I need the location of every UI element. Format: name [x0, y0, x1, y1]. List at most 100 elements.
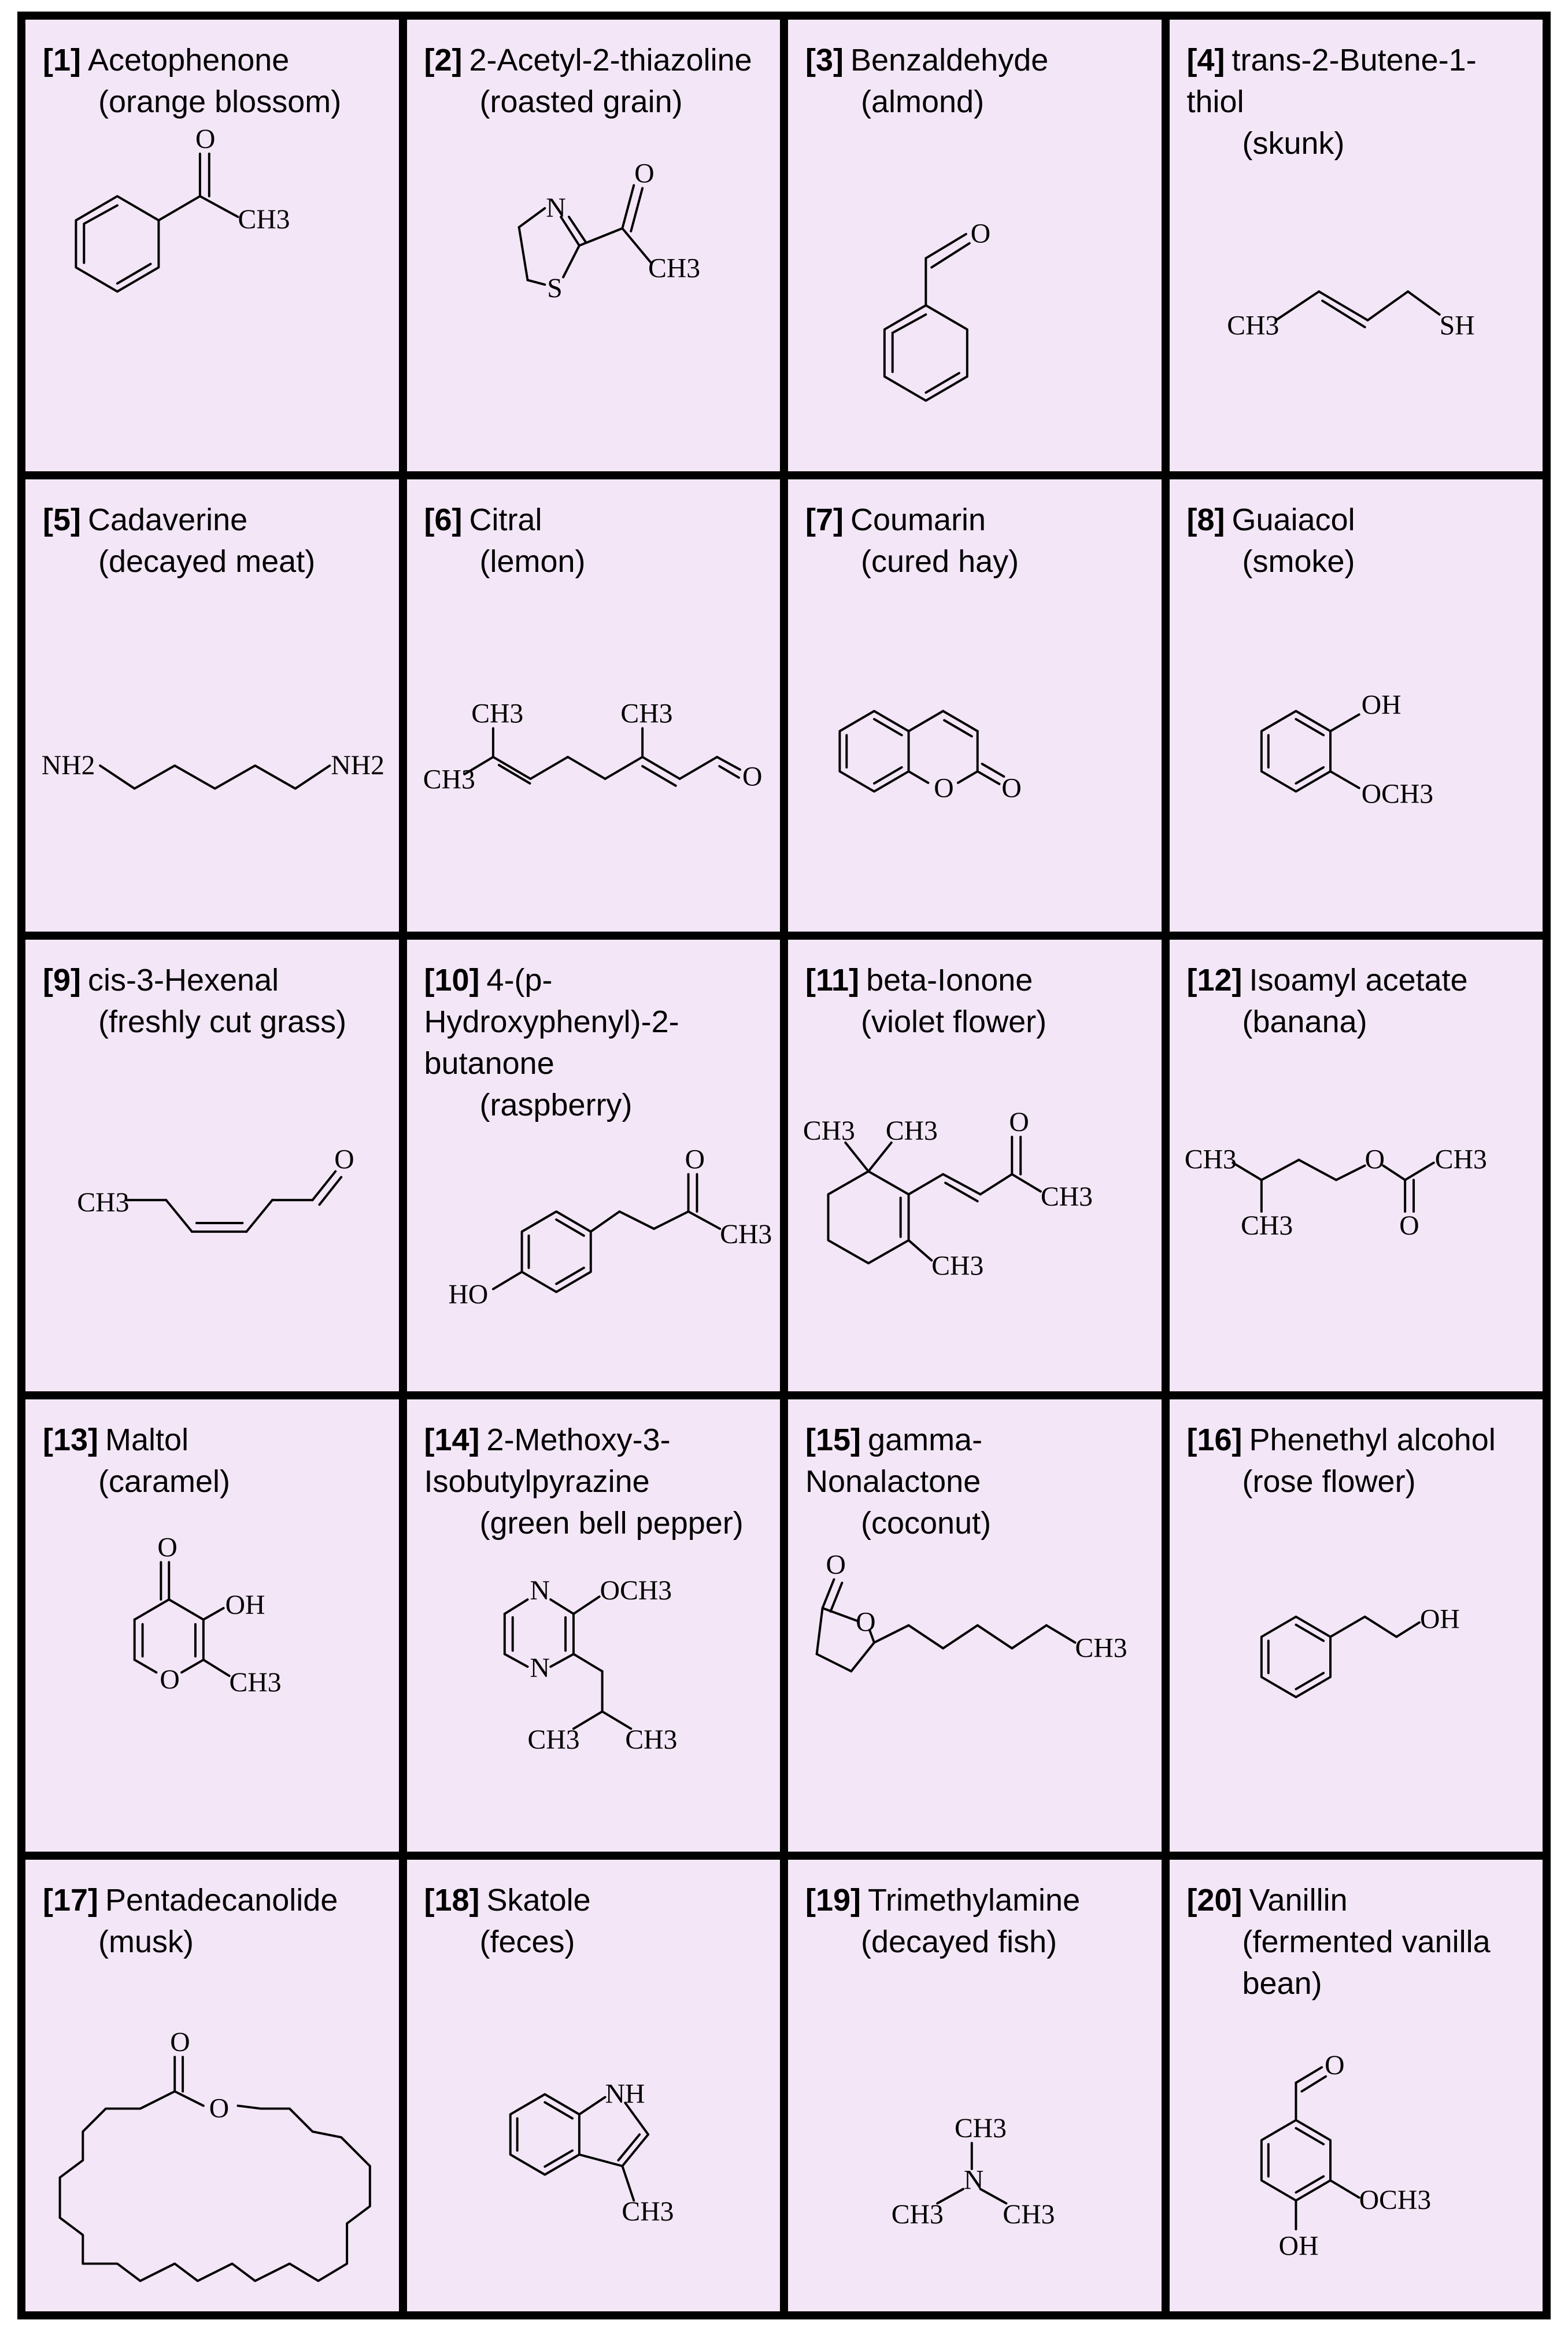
compound-name: Citral — [469, 503, 542, 538]
compound-odor: (violet flower) — [861, 1004, 1047, 1039]
svg-text:CH3: CH3 — [648, 253, 700, 283]
compound-cell-1: [1]Acetophenone(orange blossom) O CH3 — [25, 20, 399, 472]
maltol-structure: O OH O CH3 — [133, 1533, 282, 1698]
compound-cell-19: [19]Trimethylamine (decayed fish) CH3 N C… — [788, 1859, 1162, 2311]
compound-number: [9] — [43, 962, 81, 998]
compound-cell-15: [15]gamma-Nonalactone (coconut) O O CH3 — [788, 1399, 1162, 1852]
compound-odor: (cured hay) — [861, 544, 1019, 579]
compound-cell-18: [18]Skatole(feces) NH CH3 — [406, 1859, 780, 2311]
compound-name: cis-3-Hexenal — [88, 962, 279, 998]
svg-text:O: O — [856, 1608, 875, 1638]
svg-text:O: O — [157, 1533, 177, 1563]
svg-text:CH3: CH3 — [620, 699, 672, 729]
svg-text:O: O — [1009, 1107, 1029, 1137]
svg-text:CH3: CH3 — [1003, 2200, 1055, 2230]
compound-odor: (green bell pepper) — [479, 1506, 744, 1541]
compound-odor: (smoke) — [1242, 544, 1355, 579]
svg-text:O: O — [1001, 774, 1021, 804]
compound-number: [16] — [1186, 1423, 1242, 1458]
compound-name: Trimethylamine — [868, 1882, 1081, 1918]
svg-text:O: O — [1399, 1211, 1419, 1241]
compound-cell-16: [16]Phenethyl alcohol(rose flower) OH — [1169, 1399, 1543, 1852]
compound-odor: (skunk) — [1242, 126, 1345, 161]
svg-text:OH: OH — [1361, 690, 1401, 721]
compound-name: Isoamyl acetate — [1249, 962, 1468, 998]
compound-odor: (decayed fish) — [861, 1924, 1057, 1959]
svg-text:CH3: CH3 — [1227, 311, 1279, 341]
svg-text:OH: OH — [1419, 1605, 1459, 1635]
compound-number: [19] — [805, 1882, 861, 1918]
svg-text:CH3: CH3 — [1434, 1144, 1486, 1174]
compound-odor: (coconut) — [861, 1506, 992, 1541]
compound-name: 2-Acetyl-2-thiazoline — [469, 43, 752, 77]
svg-text:SH: SH — [1439, 311, 1474, 341]
compound-grid: [1]Acetophenone(orange blossom) O CH3 [2… — [17, 12, 1551, 2319]
compound-name: Vanillin — [1249, 1882, 1348, 1918]
compound-odor: (almond) — [861, 84, 985, 119]
butene-thiol-structure: CH3 SH — [1227, 290, 1474, 341]
svg-text:O: O — [742, 762, 761, 792]
compound-odor: (musk) — [98, 1924, 194, 1959]
compound-cell-3: [3]Benzaldehyde(almond) O — [788, 20, 1162, 472]
compound-cell-20: [20]Vanillin(fermented vanilla bean) O O… — [1169, 1859, 1543, 2311]
compound-cell-11: [11]beta-Ionone(violet flower) CH3 CH3 O… — [788, 939, 1162, 1392]
cadaverine-structure: NH2 NH2 — [42, 751, 384, 790]
citral-structure: CH3 CH3 CH3 O — [423, 699, 762, 795]
compound-number: [10] — [424, 962, 480, 998]
compound-odor: (caramel) — [98, 1464, 231, 1499]
compound-odor: (banana) — [1242, 1004, 1367, 1039]
compound-name: Cadaverine — [88, 503, 248, 538]
acetophenone-structure: O CH3 — [75, 124, 290, 293]
compound-number: [6] — [424, 503, 463, 538]
raspberry-ketone-structure: HO O CH3 — [448, 1144, 772, 1309]
compound-number: [14] — [424, 1423, 480, 1458]
compound-cell-8: [8]Guaiacol(smoke) OH OCH3 — [1169, 479, 1543, 932]
isoamyl-acetate-structure: CH3 CH3 O O CH3 — [1184, 1144, 1486, 1241]
svg-text:NH2: NH2 — [42, 751, 95, 781]
compound-name: 4-(p-Hydroxyphenyl)-2-butanone — [424, 962, 679, 1081]
compound-cell-5: [5]Cadaverine(decayed meat) NH2 NH2 — [25, 479, 399, 932]
compound-cell-14: [14]2-Methoxy-3-Isobutylpyrazine (green b… — [406, 1399, 780, 1852]
svg-text:N: N — [530, 1653, 549, 1683]
svg-text:OH: OH — [225, 1590, 265, 1620]
svg-text:OCH3: OCH3 — [1359, 2185, 1430, 2215]
svg-text:CH3: CH3 — [886, 1116, 938, 1146]
compound-cell-7: [7]Coumarin(cured hay) O O — [788, 479, 1162, 932]
compound-number: [2] — [424, 43, 463, 77]
svg-text:O: O — [685, 1144, 704, 1174]
svg-text:CH3: CH3 — [230, 1668, 282, 1698]
compound-number: [12] — [1186, 962, 1242, 998]
compound-odor: (freshly cut grass) — [98, 1004, 347, 1039]
svg-text:O: O — [971, 219, 990, 249]
compound-odor: (orange blossom) — [98, 84, 342, 119]
compound-name: Phenethyl alcohol — [1249, 1423, 1496, 1458]
svg-text:CH3: CH3 — [892, 2200, 944, 2230]
svg-text:CH3: CH3 — [955, 2114, 1007, 2144]
acetyl-thiazoline-structure: N S O CH3 — [517, 158, 700, 304]
compound-number: [17] — [43, 1882, 99, 1918]
hexenal-structure: CH3 O — [77, 1144, 354, 1233]
compound-cell-4: [4]trans-2-Butene-1-thiol(skunk) CH3 SH — [1169, 20, 1543, 472]
compound-number: [5] — [43, 503, 81, 538]
compound-name: Benzaldehyde — [850, 43, 1049, 77]
svg-text:CH3: CH3 — [803, 1116, 855, 1146]
compound-name: Skatole — [486, 1882, 591, 1918]
compound-odor: (raspberry) — [479, 1087, 633, 1122]
svg-text:CH3: CH3 — [1184, 1144, 1236, 1174]
vanillin-structure: O OCH3 OH — [1260, 2050, 1431, 2261]
svg-text:NH: NH — [605, 2079, 645, 2109]
compound-number: [15] — [805, 1423, 861, 1458]
svg-text:CH3: CH3 — [622, 2197, 674, 2227]
phenethyl-alcohol-structure: OH — [1260, 1605, 1459, 1699]
compound-name: gamma-Nonalactone — [805, 1423, 983, 1499]
compound-name: Maltol — [105, 1423, 189, 1458]
guaiacol-structure: OH OCH3 — [1260, 690, 1433, 810]
svg-text:CH3: CH3 — [1075, 1634, 1127, 1664]
compound-cell-2: [2]2-Acetyl-2-thiazoline(roasted grain) … — [406, 20, 780, 472]
trimethylamine-structure: CH3 N CH3 CH3 — [892, 2114, 1055, 2230]
svg-text:O: O — [826, 1550, 846, 1580]
compound-number: [7] — [805, 503, 844, 538]
compound-number: [18] — [424, 1882, 480, 1918]
compound-name: 2-Methoxy-3-Isobutylpyrazine — [424, 1423, 671, 1499]
compound-number: [4] — [1186, 43, 1225, 77]
